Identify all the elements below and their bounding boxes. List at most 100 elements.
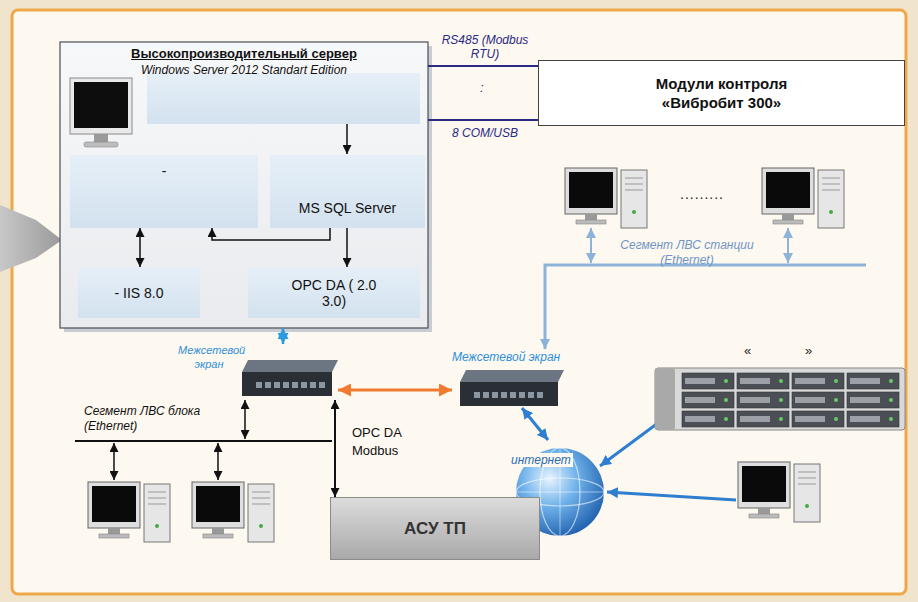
illustration-part bbox=[795, 416, 825, 422]
separator-mark: : bbox=[480, 80, 484, 95]
illustration-part bbox=[252, 504, 270, 505]
illustration-part bbox=[144, 484, 170, 542]
illustration-part bbox=[766, 172, 810, 208]
illustration-part bbox=[818, 170, 844, 228]
illustration-part bbox=[737, 411, 789, 427]
illustration-part bbox=[217, 443, 219, 480]
internet-label: интернет bbox=[509, 453, 573, 467]
illustration-part bbox=[483, 392, 489, 398]
illustration-part bbox=[762, 168, 814, 214]
illustration-part bbox=[737, 373, 789, 389]
connector bbox=[334, 400, 336, 497]
process-box-text: OPC DA ( 2.0 3.0) bbox=[286, 277, 382, 309]
connector bbox=[346, 228, 348, 267]
server-panel: Высокопроизводительный серверWindows Ser… bbox=[60, 42, 428, 328]
process-box-text: - IIS 8.0 bbox=[114, 285, 163, 301]
connector bbox=[522, 408, 548, 440]
illustration-part bbox=[519, 392, 525, 398]
illustration-part bbox=[792, 392, 844, 408]
illustration-part bbox=[248, 484, 274, 542]
illustration-part bbox=[724, 379, 728, 383]
illustration-part bbox=[265, 382, 271, 388]
illustration-part bbox=[621, 170, 647, 228]
device-box-text: Модули контроля «Вибробит 300» bbox=[627, 74, 817, 113]
illustration-part bbox=[798, 472, 816, 473]
database-box-text: MS SQL Server bbox=[299, 200, 397, 216]
illustration-part bbox=[569, 172, 613, 208]
illustration-part bbox=[779, 379, 783, 383]
edge-label: 8 COM/USB bbox=[445, 126, 525, 140]
node-subtitle: Windows Server 2012 Standart Edition bbox=[141, 63, 347, 77]
illustration-part bbox=[850, 397, 880, 403]
node-box: Межсетевой экран bbox=[178, 344, 338, 400]
connector bbox=[428, 65, 538, 67]
illustration-part bbox=[274, 382, 280, 388]
illustration-part bbox=[301, 382, 307, 388]
illustration-part bbox=[585, 214, 597, 220]
illustration-part bbox=[113, 443, 115, 480]
firewall-label: Межсетевой экран bbox=[178, 344, 240, 372]
illustration-part bbox=[805, 504, 809, 508]
illustration-part bbox=[889, 417, 893, 421]
illustration-part bbox=[625, 184, 643, 185]
process-box-text: - bbox=[162, 163, 167, 179]
illustration-part bbox=[283, 382, 289, 388]
illustration-part bbox=[889, 398, 893, 402]
illustration-part bbox=[773, 220, 803, 224]
illustration-part bbox=[212, 528, 224, 534]
illustration-part bbox=[590, 228, 592, 263]
illustration-part bbox=[88, 482, 140, 528]
illustration-part bbox=[625, 178, 643, 179]
node-box: - IIS 8.0 bbox=[78, 267, 200, 318]
illustration-part bbox=[847, 392, 899, 408]
illustration-part bbox=[822, 184, 840, 185]
connector bbox=[139, 228, 141, 267]
illustration-part bbox=[795, 397, 825, 403]
edge-label: OPC DA Modbus bbox=[352, 424, 412, 459]
illustration-part bbox=[256, 382, 262, 388]
illustration-part bbox=[685, 416, 715, 422]
illustration-part bbox=[787, 228, 789, 263]
illustration-part bbox=[192, 482, 244, 528]
connector bbox=[212, 228, 330, 240]
illustration-part bbox=[682, 392, 734, 408]
illustration-part bbox=[847, 411, 899, 427]
connector bbox=[428, 119, 538, 121]
node-title: Высокопроизводительный сервер bbox=[131, 46, 357, 61]
illustration-part bbox=[822, 190, 840, 191]
illustration-part bbox=[528, 392, 534, 398]
illustration-part bbox=[685, 397, 715, 403]
illustration-part bbox=[148, 498, 166, 499]
illustration-part bbox=[850, 378, 880, 384]
illustration-part bbox=[252, 498, 270, 499]
illustration-part bbox=[758, 508, 770, 514]
computer-icon bbox=[192, 482, 274, 542]
illustration-part bbox=[682, 373, 734, 389]
illustration-part bbox=[779, 398, 783, 402]
illustration-part bbox=[740, 397, 770, 403]
illustration-part bbox=[779, 417, 783, 421]
illustration-part bbox=[822, 178, 840, 179]
illustration-part bbox=[492, 392, 498, 398]
illustration-part bbox=[834, 379, 838, 383]
quote-mark: « bbox=[744, 343, 751, 358]
illustration-part bbox=[292, 382, 298, 388]
illustration-part bbox=[625, 190, 643, 191]
illustration-part bbox=[749, 514, 779, 518]
computer-icon bbox=[88, 482, 170, 542]
node-box: - bbox=[70, 155, 258, 228]
computer-icon bbox=[762, 168, 844, 228]
node-box: Межсетевой экран bbox=[452, 350, 564, 408]
illustration-part bbox=[474, 392, 480, 398]
segment-label: Сегмент ЛВС блока (Ethernet) bbox=[84, 404, 234, 434]
illustration-part bbox=[685, 378, 715, 384]
ellipsis-mark: ......... bbox=[680, 186, 724, 202]
illustration-part bbox=[834, 417, 838, 421]
node-box: MS SQL Server bbox=[270, 155, 425, 228]
illustration-part bbox=[742, 466, 786, 502]
segment-label: Сегмент ЛВС станции (Ethernet) bbox=[612, 238, 762, 268]
illustration-part bbox=[108, 528, 120, 534]
illustration-part bbox=[682, 411, 734, 427]
illustration-part bbox=[798, 478, 816, 479]
connector bbox=[282, 328, 285, 344]
